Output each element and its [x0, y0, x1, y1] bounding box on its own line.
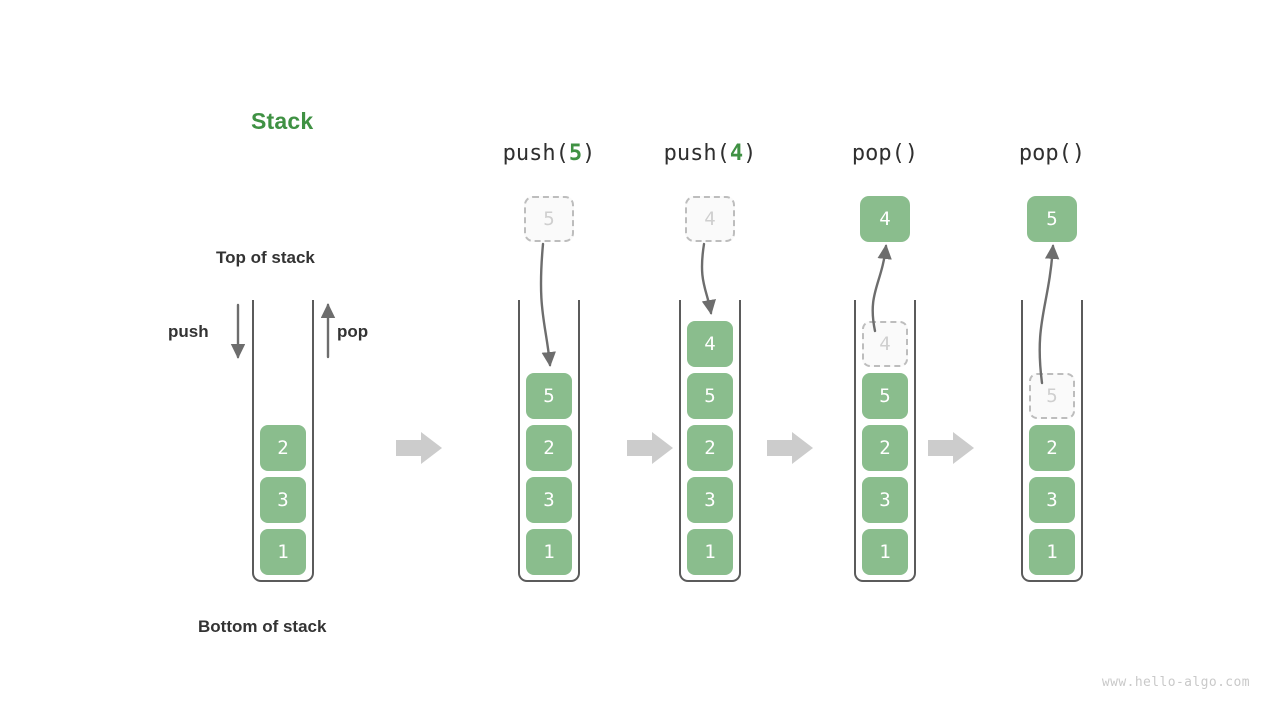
stack-cell: 5: [862, 373, 908, 419]
header-op-close-paren: ): [904, 141, 919, 166]
stage-header-push-5: push(5): [503, 141, 596, 166]
stack-container: [854, 300, 916, 582]
stack-cell: 1: [862, 529, 908, 575]
header-op-close-paren: ): [743, 141, 757, 166]
stack-cell: 1: [526, 529, 572, 575]
stage-transition-arrow: [396, 432, 442, 464]
stack-container: [679, 300, 741, 582]
stack-cell: 1: [1029, 529, 1075, 575]
header-op-name: pop(: [851, 141, 905, 166]
floating-element-push-5: 5: [524, 196, 574, 242]
stack-cell: 1: [687, 529, 733, 575]
stack-cell: 3: [687, 477, 733, 523]
stage-header-push-4: push(4): [664, 141, 757, 166]
bottom-of-stack-label: Bottom of stack: [198, 617, 327, 636]
stack-container: [252, 300, 314, 582]
push-label: push: [168, 322, 209, 341]
stage-transition-arrow: [627, 432, 673, 464]
floating-element-pop-1: 4: [860, 196, 910, 242]
stack-cell: 2: [526, 425, 572, 471]
header-op-close-paren: ): [582, 141, 596, 166]
stack-cell: 5: [687, 373, 733, 419]
stage-header-pop-1: pop(): [852, 141, 918, 166]
floating-element-pop-2: 5: [1027, 196, 1077, 242]
stack-cell: 2: [687, 425, 733, 471]
page-title: Stack: [251, 108, 314, 134]
stack-container: [518, 300, 580, 582]
stack-cell: 2: [1029, 425, 1075, 471]
header-op-name: push(: [663, 141, 730, 166]
stage-transition-arrow: [767, 432, 813, 464]
header-op-name: pop(: [1018, 141, 1072, 166]
stack-cell: 3: [260, 477, 306, 523]
stack-container: [1021, 300, 1083, 582]
stack-cell: 3: [862, 477, 908, 523]
stack-cell: 2: [862, 425, 908, 471]
top-of-stack-label: Top of stack: [216, 248, 315, 267]
stack-cell: 5: [526, 373, 572, 419]
pop-label: pop: [337, 322, 369, 341]
stack-cell: 3: [1029, 477, 1075, 523]
site-watermark: www.hello-algo.com: [1101, 675, 1250, 690]
stack-cell: 4: [862, 321, 908, 367]
stage-transition-arrow: [928, 432, 974, 464]
header-op-close-paren: ): [1071, 141, 1086, 166]
header-op-argument: 4: [729, 141, 744, 166]
header-op-argument: 5: [568, 141, 583, 166]
stack-cell: 4: [687, 321, 733, 367]
stack-cell: 2: [260, 425, 306, 471]
floating-element-push-4: 4: [685, 196, 735, 242]
stack-cell: 5: [1029, 373, 1075, 419]
stack-cell: 3: [526, 477, 572, 523]
stage-header-pop-2: pop(): [1019, 141, 1085, 166]
stack-cell: 1: [260, 529, 306, 575]
header-op-name: push(: [502, 141, 569, 166]
